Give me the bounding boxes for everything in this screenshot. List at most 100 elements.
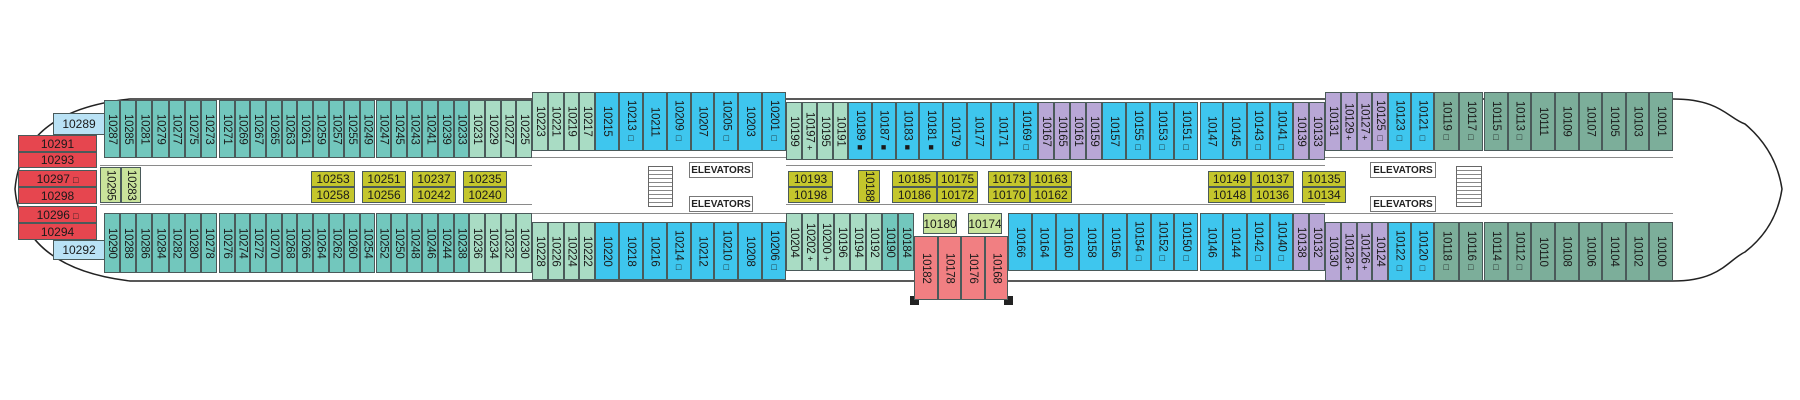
cabin-10288[interactable]: 10288 xyxy=(120,213,137,273)
cabin-10148[interactable]: 10148 xyxy=(1208,187,1251,203)
cabin-10216[interactable]: 10216 xyxy=(642,222,667,280)
cabin-10274[interactable]: 10274 xyxy=(234,213,251,273)
cabin-10100[interactable]: 10100 xyxy=(1649,222,1673,281)
cabin-10163[interactable]: 10163 xyxy=(1030,171,1072,187)
cabin-10212[interactable]: 10212 xyxy=(690,222,715,280)
cabin-10128[interactable]: 10128+ xyxy=(1340,222,1357,281)
cabin-10106[interactable]: 10106 xyxy=(1578,222,1603,281)
cabin-10202[interactable]: 10202+ xyxy=(802,213,818,271)
cabin-10118[interactable]: 10118□ xyxy=(1434,222,1459,281)
cabin-10243[interactable]: 10243 xyxy=(406,100,423,158)
cabin-10101[interactable]: 10101 xyxy=(1649,92,1673,151)
cabin-10156[interactable]: 10156 xyxy=(1103,213,1127,271)
cabin-10251[interactable]: 10251 xyxy=(362,171,406,187)
cabin-10218[interactable]: 10218 xyxy=(618,222,643,280)
cabin-10179[interactable]: 10179 xyxy=(943,102,967,160)
cabin-10273[interactable]: 10273 xyxy=(200,100,217,158)
cabin-10223[interactable]: 10223 xyxy=(532,92,548,151)
cabin-10226[interactable]: 10226 xyxy=(547,222,564,280)
cabin-10222[interactable]: 10222 xyxy=(579,222,595,280)
cabin-10217[interactable]: 10217 xyxy=(579,92,595,151)
cabin-10166[interactable]: 10166 xyxy=(1008,213,1032,271)
cabin-10127[interactable]: 10127+ xyxy=(1356,92,1373,151)
cabin-10237[interactable]: 10237 xyxy=(412,171,456,187)
cabin-10262[interactable]: 10262 xyxy=(328,213,345,273)
cabin-10294[interactable]: 10294 xyxy=(18,223,97,240)
cabin-10152[interactable]: 10152□ xyxy=(1150,213,1175,271)
cabin-10206[interactable]: 10206□ xyxy=(762,222,786,280)
cabin-10122[interactable]: 10122□ xyxy=(1388,222,1411,281)
cabin-10131[interactable]: 10131 xyxy=(1325,92,1341,151)
cabin-10104[interactable]: 10104 xyxy=(1602,222,1626,281)
cabin-10265[interactable]: 10265 xyxy=(265,100,282,158)
cabin-10292[interactable]: 10292 xyxy=(53,240,105,260)
cabin-10120[interactable]: 10120□ xyxy=(1411,222,1434,281)
cabin-10162[interactable]: 10162 xyxy=(1030,187,1072,203)
cabin-10247[interactable]: 10247 xyxy=(375,100,392,158)
cabin-10190[interactable]: 10190 xyxy=(882,213,898,271)
cabin-10138[interactable]: 10138 xyxy=(1293,213,1309,271)
cabin-10172[interactable]: 10172 xyxy=(937,187,978,203)
cabin-10249[interactable]: 10249 xyxy=(359,100,376,158)
cabin-10208[interactable]: 10208 xyxy=(738,222,763,280)
cabin-10228[interactable]: 10228 xyxy=(532,222,548,280)
cabin-10252[interactable]: 10252 xyxy=(375,213,392,273)
cabin-10203[interactable]: 10203 xyxy=(738,92,763,151)
cabin-10130[interactable]: 10130 xyxy=(1325,222,1341,281)
elevators-mid-lower[interactable]: ELEVATORS xyxy=(689,196,753,212)
cabin-10211[interactable]: 10211 xyxy=(642,92,667,151)
cabin-10136[interactable]: 10136 xyxy=(1251,187,1294,203)
cabin-10102[interactable]: 10102 xyxy=(1625,222,1650,281)
cabin-10192[interactable]: 10192 xyxy=(866,213,882,271)
cabin-10183[interactable]: 10183■ xyxy=(895,102,920,160)
cabin-10112[interactable]: 10112□ xyxy=(1507,222,1532,281)
cabin-10160[interactable]: 10160 xyxy=(1055,213,1080,271)
cabin-10182[interactable]: 10182 xyxy=(914,236,938,300)
cabin-10140[interactable]: 10140□ xyxy=(1269,213,1293,271)
cabin-10164[interactable]: 10164 xyxy=(1031,213,1056,271)
cabin-10197[interactable]: 10197+ xyxy=(801,102,817,160)
cabin-10143[interactable]: 10143□ xyxy=(1246,102,1270,160)
cabin-10132[interactable]: 10132 xyxy=(1309,213,1325,271)
cabin-10139[interactable]: 10139 xyxy=(1293,102,1309,160)
cabin-10227[interactable]: 10227 xyxy=(500,100,517,158)
cabin-10281[interactable]: 10281 xyxy=(136,100,153,158)
cabin-10264[interactable]: 10264 xyxy=(312,213,329,273)
cabin-10149[interactable]: 10149 xyxy=(1208,171,1251,187)
cabin-10116[interactable]: 10116□ xyxy=(1458,222,1483,281)
cabin-10188[interactable]: 10188 xyxy=(858,170,880,203)
cabin-10248[interactable]: 10248 xyxy=(406,213,423,273)
cabin-10108[interactable]: 10108 xyxy=(1554,222,1579,281)
cabin-10219[interactable]: 10219 xyxy=(563,92,580,151)
cabin-10287[interactable]: 10287 xyxy=(104,100,121,158)
cabin-10230[interactable]: 10230 xyxy=(516,213,532,273)
cabin-10158[interactable]: 10158 xyxy=(1079,213,1103,271)
cabin-10224[interactable]: 10224 xyxy=(563,222,580,280)
cabin-10232[interactable]: 10232 xyxy=(500,213,517,273)
cabin-10129[interactable]: 10129+ xyxy=(1340,92,1357,151)
cabin-10135[interactable]: 10135 xyxy=(1302,171,1346,187)
cabin-10186[interactable]: 10186 xyxy=(892,187,937,203)
cabin-10239[interactable]: 10239 xyxy=(438,100,454,158)
cabin-10225[interactable]: 10225 xyxy=(516,100,532,158)
cabin-10168[interactable]: 10168 xyxy=(984,236,1008,300)
cabin-10261[interactable]: 10261 xyxy=(297,100,313,158)
cabin-10105[interactable]: 10105 xyxy=(1602,92,1626,151)
elevators-mid-upper[interactable]: ELEVATORS xyxy=(689,162,753,178)
cabin-10178[interactable]: 10178 xyxy=(937,236,961,300)
cabin-10145[interactable]: 10145 xyxy=(1223,102,1247,160)
cabin-10238[interactable]: 10238 xyxy=(453,213,470,273)
cabin-10189[interactable]: 10189■ xyxy=(848,102,872,160)
cabin-10146[interactable]: 10146 xyxy=(1200,213,1224,271)
cabin-10272[interactable]: 10272 xyxy=(250,213,266,273)
cabin-10170[interactable]: 10170 xyxy=(988,187,1030,203)
cabin-10280[interactable]: 10280 xyxy=(184,213,201,273)
cabin-10155[interactable]: 10155□ xyxy=(1126,102,1150,160)
cabin-10141[interactable]: 10141□ xyxy=(1269,102,1293,160)
cabin-10297[interactable]: 10297□ xyxy=(18,170,97,187)
elevators-forward-upper[interactable]: ELEVATORS xyxy=(1370,162,1436,178)
cabin-10271[interactable]: 10271 xyxy=(219,100,235,158)
cabin-10255[interactable]: 10255 xyxy=(344,100,360,158)
cabin-10215[interactable]: 10215 xyxy=(595,92,619,151)
cabin-10177[interactable]: 10177 xyxy=(966,102,991,160)
